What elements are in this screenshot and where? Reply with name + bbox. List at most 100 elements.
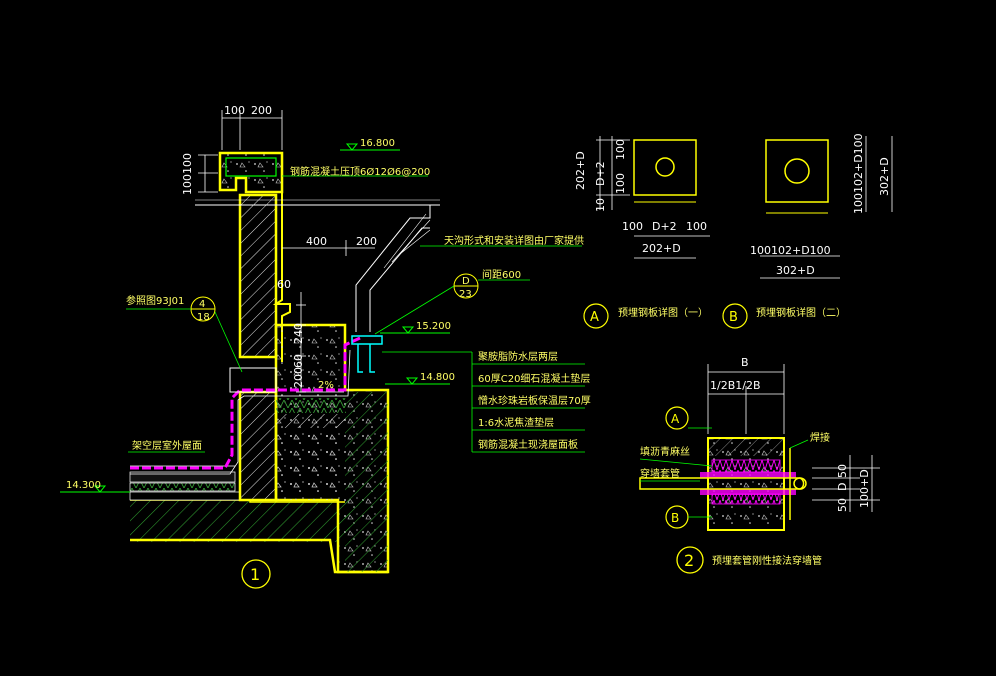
sleeve-label: 穿墙套管 bbox=[640, 467, 680, 480]
wall-top-hatch bbox=[708, 438, 784, 456]
parapet-wall bbox=[238, 193, 278, 359]
title-b: 预埋钢板详图（二） bbox=[756, 306, 846, 319]
d23-leader bbox=[374, 285, 455, 335]
atlas-leader-2 bbox=[214, 311, 243, 373]
sealant-top bbox=[711, 459, 781, 473]
plate-a-hole bbox=[655, 157, 675, 177]
plate-a bbox=[633, 139, 697, 196]
layer-3: 憎水珍珠岩板保温层70厚 bbox=[478, 394, 591, 407]
dim-half: 1/2B1/2B bbox=[710, 379, 761, 392]
dim-400: 400 bbox=[306, 235, 327, 248]
detail-2-side-dims bbox=[812, 455, 880, 512]
dim-200-low: 200 bbox=[292, 367, 305, 388]
weld-label: 焊接 bbox=[810, 431, 830, 444]
detail-2-title: 预埋套管刚性接法穿墙管 bbox=[712, 554, 822, 567]
dim-240: 240 bbox=[292, 323, 305, 344]
lower-layer-3 bbox=[129, 491, 241, 501]
detail-2: B 1/2B1/2B A B 焊接 填沥青麻丝 穿墙套管 bbox=[639, 356, 880, 574]
base-slab bbox=[130, 500, 350, 542]
atlas-ref-note: 参照图93J01 bbox=[126, 294, 184, 307]
elev-marker-top bbox=[345, 143, 359, 151]
layer-2: 60厚C20细石混凝土垫层 bbox=[478, 372, 590, 385]
dim-50-top: 50 bbox=[836, 464, 849, 478]
dim-200: 200 bbox=[251, 104, 272, 117]
tag-a: A bbox=[590, 310, 599, 325]
plate-a-v-outer: 202+D bbox=[574, 151, 587, 190]
dim-200-mid: 200 bbox=[356, 235, 377, 248]
roof-layer-green bbox=[276, 398, 346, 413]
lower-layer-1 bbox=[129, 471, 236, 483]
detail-2-number: 2 bbox=[684, 551, 694, 570]
layer-5: 钢筋混凝土现浇屋面板 bbox=[478, 438, 578, 451]
ref-d23-bottom: 23 bbox=[459, 289, 472, 300]
plate-b-dims bbox=[760, 136, 893, 279]
dim-b: B bbox=[741, 356, 749, 369]
detail-1-number: 1 bbox=[250, 565, 260, 584]
dim-d: D bbox=[836, 483, 849, 491]
gutter-pipe bbox=[355, 205, 431, 332]
sealant-bottom bbox=[711, 493, 781, 505]
wall-hatch-right bbox=[345, 392, 388, 572]
layer-4: 1:6水泥焦渣垫层 bbox=[478, 416, 554, 429]
fill-leader bbox=[639, 458, 713, 467]
sleeve-top bbox=[700, 472, 796, 478]
elev-marker-low bbox=[93, 485, 107, 493]
plate-b-h-total: 302+D bbox=[776, 264, 815, 277]
tag-b: B bbox=[729, 310, 738, 325]
sleeve-bottom bbox=[700, 489, 796, 495]
d2-tag-a: A bbox=[671, 412, 680, 426]
pipe-end bbox=[793, 477, 807, 490]
coping-note: 钢筋混凝土压顶6Ø12Ø6@200 bbox=[290, 165, 430, 178]
plate-details: 202+D 10 D+2 100 100 100 D+2 100 202+D 1… bbox=[574, 133, 893, 329]
dim-60: 60 bbox=[277, 278, 291, 291]
plate-b bbox=[765, 139, 829, 203]
ref-d23-top: D bbox=[462, 276, 470, 287]
layer-1: 聚胺脂防水层两层 bbox=[478, 350, 558, 363]
dim-50-bottom: 50 bbox=[836, 498, 849, 512]
elev-14800: 14.800 bbox=[420, 372, 455, 383]
drain-fitting bbox=[351, 335, 383, 345]
plate-a-h-d2: D+2 bbox=[652, 220, 677, 233]
plate-a-h-total: 202+D bbox=[642, 242, 681, 255]
plate-b-h-text: 100102+D100 bbox=[750, 244, 831, 257]
plate-a-v-100a: 100 bbox=[614, 139, 627, 160]
elev-14300: 14.300 bbox=[66, 480, 101, 491]
roof-layer-dots bbox=[278, 430, 344, 500]
gutter-pipe-hatch bbox=[383, 213, 431, 269]
dim-100100: 100100 bbox=[181, 153, 194, 195]
dim-total: 100+D bbox=[858, 469, 871, 508]
fill-label: 填沥青麻丝 bbox=[640, 445, 690, 458]
membrane-inner bbox=[130, 349, 351, 475]
outer-wall-face bbox=[272, 192, 291, 362]
plate-a-dims bbox=[596, 136, 710, 259]
detail-2-marker bbox=[676, 546, 704, 574]
detail-2-top-dims bbox=[707, 364, 785, 434]
d2-tag-b: B bbox=[671, 511, 679, 525]
roof-layer-concrete bbox=[276, 414, 346, 428]
coping-inner bbox=[225, 157, 277, 177]
plate-a-h-100a: 100 bbox=[622, 220, 643, 233]
bracket bbox=[229, 367, 277, 393]
plate-a-v-d2: D+2 bbox=[594, 161, 607, 186]
elev-marker-roof bbox=[405, 377, 419, 385]
detail-1-marker bbox=[241, 559, 271, 589]
elev-16800: 16.800 bbox=[360, 138, 395, 149]
gutter-note: 天沟形式和安装详图由厂家提供 bbox=[444, 234, 584, 247]
elev-marker-gutter bbox=[401, 326, 415, 334]
plate-b-hole bbox=[784, 158, 810, 184]
drain-hooks bbox=[357, 344, 375, 373]
layer-callout-lines bbox=[472, 363, 585, 453]
plate-a-v-100b: 100 bbox=[614, 173, 627, 194]
coping bbox=[218, 151, 284, 194]
weld-leader bbox=[789, 439, 809, 449]
plate-b-v-total: 302+D bbox=[878, 157, 891, 196]
membrane-outer bbox=[130, 336, 361, 470]
slope-label: 2% bbox=[318, 380, 334, 391]
plate-b-v-text: 100102+D100 bbox=[852, 133, 865, 214]
dim-100: 100 bbox=[224, 104, 245, 117]
detail-1: 100 200 100100 16.800 钢筋混凝土压顶6Ø12Ø6@200 … bbox=[60, 104, 591, 589]
tag-b-circle bbox=[722, 303, 748, 329]
lower-layer-2 bbox=[129, 482, 236, 492]
ref-418-top: 4 bbox=[199, 299, 205, 310]
